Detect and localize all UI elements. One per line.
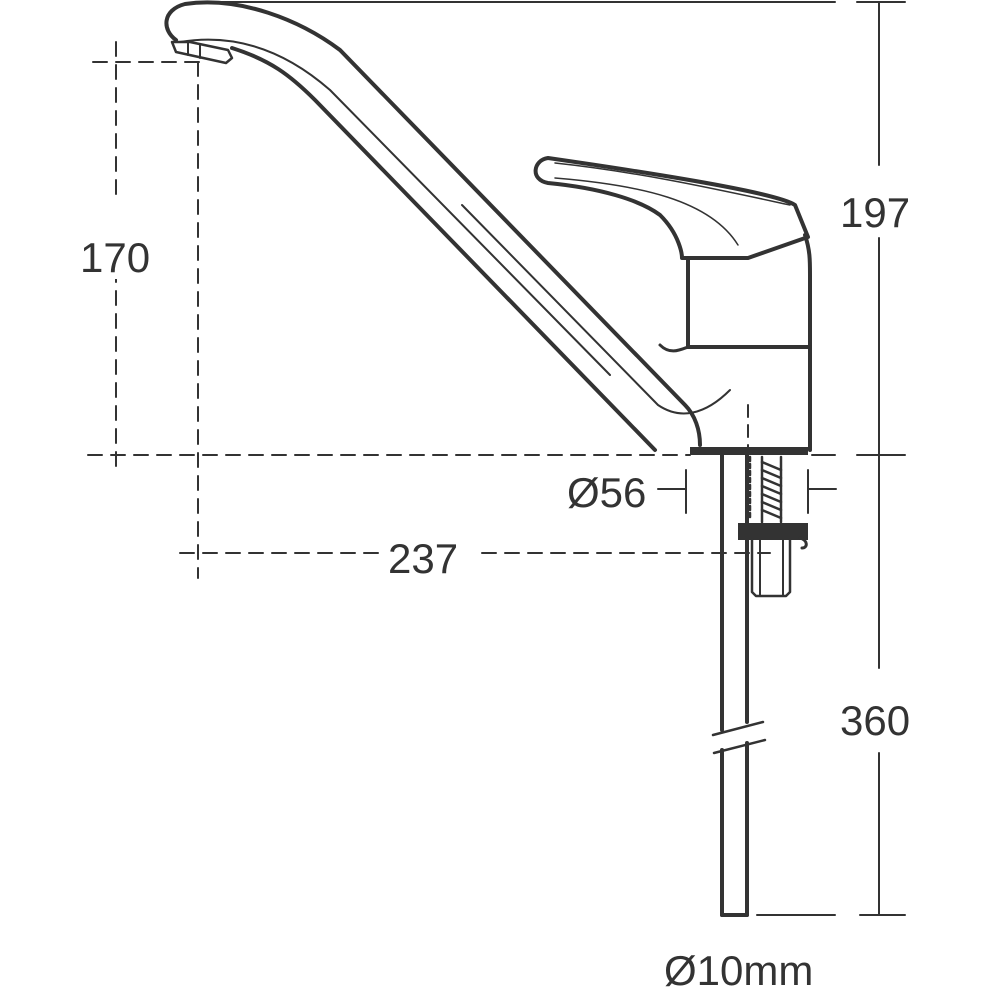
dim-label-diameter-10mm: Ø10mm — [662, 947, 816, 994]
dim-label-237: 237 — [386, 535, 461, 582]
spout — [164, 0, 731, 452]
tap-body — [658, 233, 812, 452]
flexible-hose — [711, 453, 767, 917]
threaded-stud — [748, 455, 783, 524]
dim-label-197: 197 — [838, 189, 913, 236]
dim-label-diameter-56: Ø56 — [565, 469, 649, 516]
fixing-nut — [738, 523, 808, 598]
dim-label-360: 360 — [838, 697, 913, 744]
lever-handle — [533, 156, 810, 260]
dim-label-170: 170 — [78, 234, 153, 281]
aerator — [170, 40, 234, 65]
